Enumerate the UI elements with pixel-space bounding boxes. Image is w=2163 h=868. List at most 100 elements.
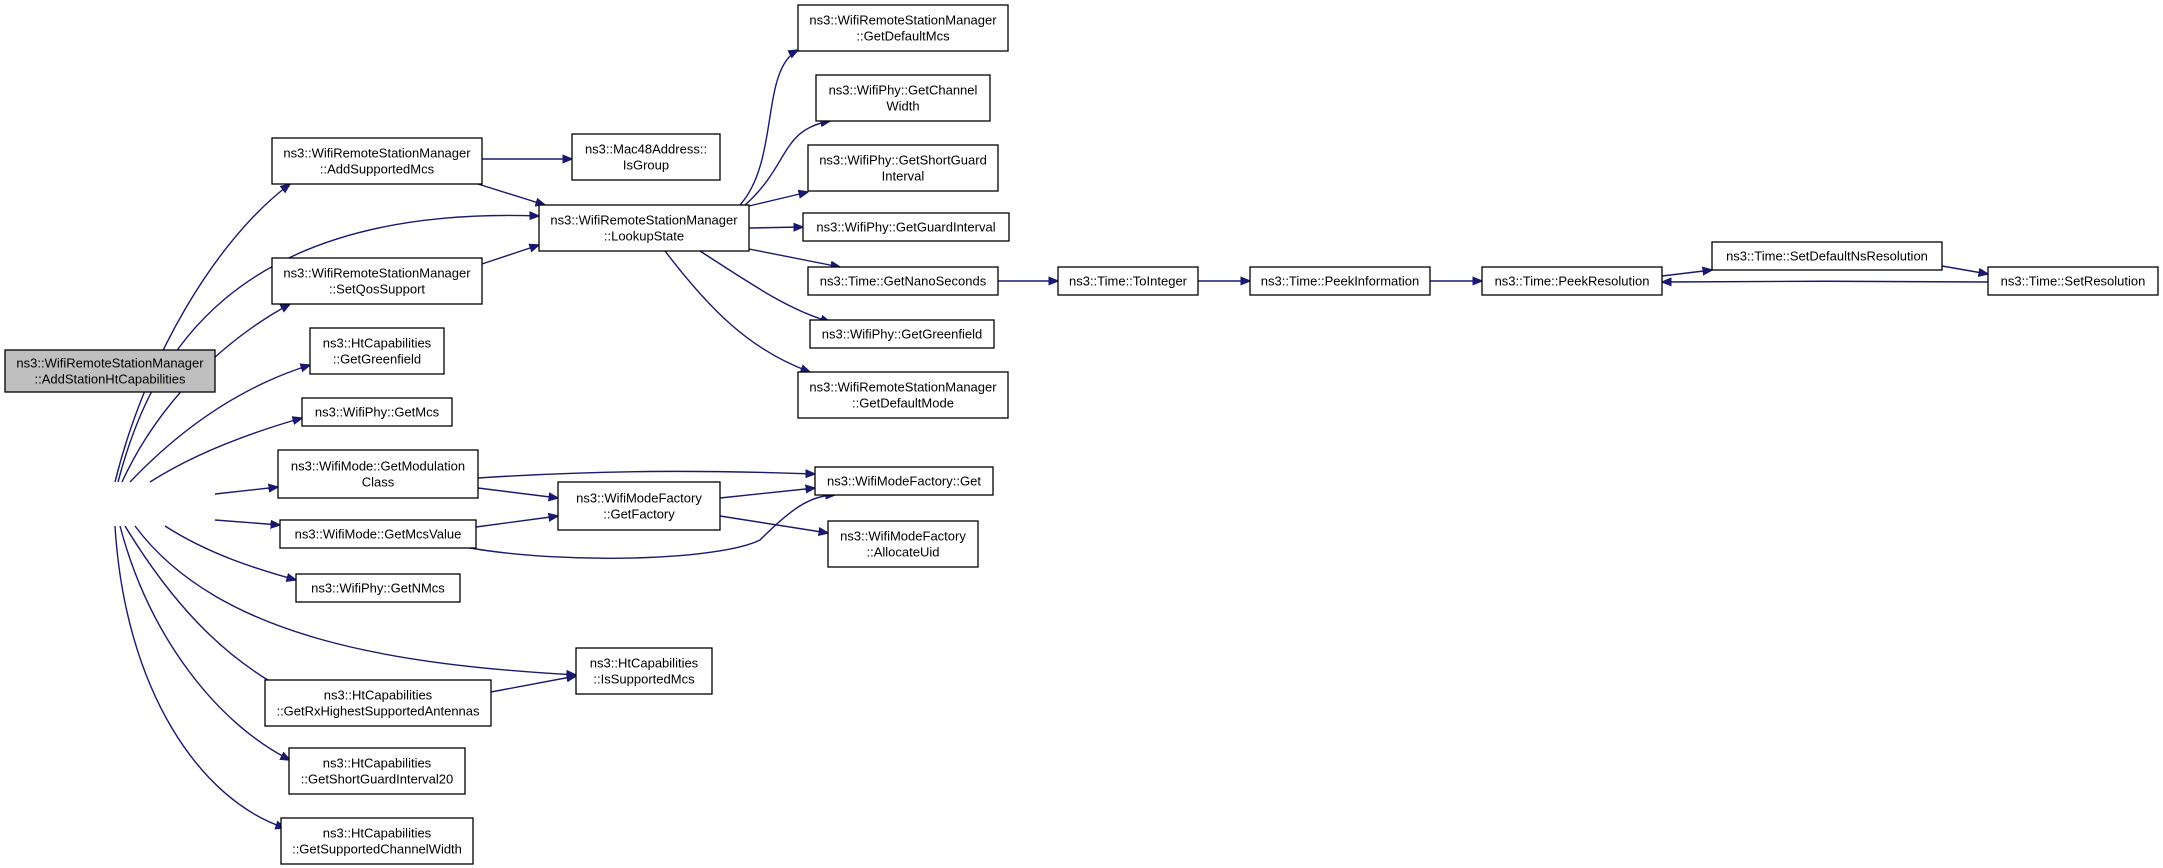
node-phyGetMcs[interactable]: ns3::WifiPhy::GetMcs xyxy=(301,397,453,427)
node-phyGetGreenfield[interactable]: ns3::WifiPhy::GetGreenfield xyxy=(809,319,995,349)
node-modeFactoryGet[interactable]: ns3::WifiModeFactory::Get xyxy=(814,466,994,496)
edge-htGetRxHighest-to-htIsSupportedMcs xyxy=(490,676,576,693)
node-modeFactoryGetFactory[interactable]: ns3::WifiModeFactory::GetFactory xyxy=(557,481,721,531)
node-timeSetResolution[interactable]: ns3::Time::SetResolution xyxy=(1987,266,2159,296)
edge-lookupState-to-timeGetNanoSeconds xyxy=(748,248,840,267)
node-getDefaultMcs[interactable]: ns3::WifiRemoteStationManager::GetDefaul… xyxy=(797,4,1009,52)
node-box[interactable] xyxy=(571,133,721,181)
node-label: ns3::WifiRemoteStationManager xyxy=(550,213,738,228)
edge-root-to-htIsSupportedMcs xyxy=(134,525,576,675)
node-htGetShortGuard20[interactable]: ns3::HtCapabilities::GetShortGuardInterv… xyxy=(288,747,466,795)
node-lookupState[interactable]: ns3::WifiRemoteStationManager::LookupSta… xyxy=(538,204,750,252)
node-timePeekResolution[interactable]: ns3::Time::PeekResolution xyxy=(1481,266,1663,296)
node-box[interactable] xyxy=(309,327,445,375)
edges-layer xyxy=(114,50,1989,828)
node-label: ns3::Time::ToInteger xyxy=(1069,274,1188,289)
node-box[interactable] xyxy=(4,349,216,393)
node-label: ns3::WifiPhy::GetChannel xyxy=(829,83,978,98)
node-htIsSupportedMcs[interactable]: ns3::HtCapabilities::IsSupportedMcs xyxy=(575,647,713,695)
node-box[interactable] xyxy=(277,449,479,499)
node-htGetGreenfield[interactable]: ns3::HtCapabilities::GetGreenfield xyxy=(309,327,445,375)
node-box[interactable] xyxy=(815,74,991,122)
node-label: ::GetShortGuardInterval20 xyxy=(301,772,453,787)
node-box[interactable] xyxy=(814,466,994,496)
node-macIsGroup[interactable]: ns3::Mac48Address::IsGroup xyxy=(571,133,721,181)
node-box[interactable] xyxy=(271,257,483,305)
node-label: ns3::HtCapabilities xyxy=(324,688,433,703)
node-label: ns3::WifiRemoteStationManager xyxy=(809,13,997,28)
node-box[interactable] xyxy=(1711,241,1943,271)
nodes-layer: ns3::WifiRemoteStationManager::AddStatio… xyxy=(4,4,2159,865)
edge-root-to-setQosSupport xyxy=(121,304,290,483)
node-label: ns3::Time::GetNanoSeconds xyxy=(820,274,987,289)
node-label: ns3::WifiModeFactory::Get xyxy=(827,474,981,489)
node-phyGetShortGuardInterval[interactable]: ns3::WifiPhy::GetShortGuardInterval xyxy=(807,144,999,192)
node-box[interactable] xyxy=(797,371,1009,419)
edge-modeFactoryGetFactory-to-modeFactoryAllocateUid xyxy=(719,515,828,533)
edge-root-to-lookupState xyxy=(117,215,539,483)
node-addSupportedMcs[interactable]: ns3::WifiRemoteStationManager::AddSuppor… xyxy=(271,137,483,185)
node-box[interactable] xyxy=(288,747,466,795)
node-label: ns3::HtCapabilities xyxy=(323,336,432,351)
node-box[interactable] xyxy=(557,481,721,531)
node-box[interactable] xyxy=(1987,266,2159,296)
node-box[interactable] xyxy=(295,573,461,603)
node-label: ns3::Time::PeekInformation xyxy=(1261,274,1419,289)
node-label: ns3::WifiMode::GetModulation xyxy=(291,459,465,474)
node-modeGetMcsValue[interactable]: ns3::WifiMode::GetMcsValue xyxy=(279,519,477,549)
node-box[interactable] xyxy=(827,520,979,568)
node-box[interactable] xyxy=(538,204,750,252)
edge-root-to-addSupportedMcs xyxy=(114,184,290,483)
node-box[interactable] xyxy=(797,4,1009,52)
node-label: ns3::WifiModeFactory xyxy=(840,529,966,544)
node-timePeekInformation[interactable]: ns3::Time::PeekInformation xyxy=(1249,266,1431,296)
edge-lookupState-to-phyGetGreenfield xyxy=(699,250,830,322)
edge-lookupState-to-phyGetShortGuardInterval xyxy=(748,192,808,207)
node-setQosSupport[interactable]: ns3::WifiRemoteStationManager::SetQosSup… xyxy=(271,257,483,305)
node-label: ns3::WifiRemoteStationManager xyxy=(283,266,471,281)
node-box[interactable] xyxy=(807,144,999,192)
node-box[interactable] xyxy=(264,679,492,727)
node-label: ns3::HtCapabilities xyxy=(323,756,432,771)
edge-root-to-phyGetNMcs xyxy=(164,525,296,580)
node-label: ns3::WifiRemoteStationManager xyxy=(283,146,471,161)
node-box[interactable] xyxy=(271,137,483,185)
node-box[interactable] xyxy=(279,519,477,549)
node-label: ns3::WifiRemoteStationManager xyxy=(809,380,997,395)
edge-modeGetMcsValue-to-modeFactoryGet xyxy=(469,495,835,559)
node-label: Class xyxy=(362,475,395,490)
node-label: ns3::WifiMode::GetMcsValue xyxy=(295,527,462,542)
edge-root-to-htGetRxHighest xyxy=(124,525,285,690)
node-phyGetNMcs[interactable]: ns3::WifiPhy::GetNMcs xyxy=(295,573,461,603)
node-box[interactable] xyxy=(1481,266,1663,296)
node-timeSetDefaultNsResolution[interactable]: ns3::Time::SetDefaultNsResolution xyxy=(1711,241,1943,271)
node-box[interactable] xyxy=(802,212,1010,242)
node-box[interactable] xyxy=(1057,266,1199,296)
node-box[interactable] xyxy=(1249,266,1431,296)
node-box[interactable] xyxy=(301,397,453,427)
edge-root-to-phyGetMcs xyxy=(149,418,302,483)
edge-root-to-htGetShortGuard20 xyxy=(119,525,290,760)
node-timeGetNanoSeconds[interactable]: ns3::Time::GetNanoSeconds xyxy=(807,266,999,296)
node-label: ::LookupState xyxy=(604,229,684,244)
node-box[interactable] xyxy=(575,647,713,695)
edge-root-to-htGetSupportedChannelWidth xyxy=(114,525,285,828)
node-modeFactoryAllocateUid[interactable]: ns3::WifiModeFactory::AllocateUid xyxy=(827,520,979,568)
node-label: ns3::WifiRemoteStationManager xyxy=(16,356,204,371)
node-htGetRxHighest[interactable]: ns3::HtCapabilities::GetRxHighestSupport… xyxy=(264,679,492,727)
node-root[interactable]: ns3::WifiRemoteStationManager::AddStatio… xyxy=(4,349,216,393)
node-getDefaultMode[interactable]: ns3::WifiRemoteStationManager::GetDefaul… xyxy=(797,371,1009,419)
node-timeToInteger[interactable]: ns3::Time::ToInteger xyxy=(1057,266,1199,296)
node-htGetSupportedChannelWidth[interactable]: ns3::HtCapabilities::GetSupportedChannel… xyxy=(280,817,474,865)
node-label: ns3::WifiPhy::GetNMcs xyxy=(311,581,445,596)
node-box[interactable] xyxy=(280,817,474,865)
node-box[interactable] xyxy=(809,319,995,349)
node-phyGetGuardInterval[interactable]: ns3::WifiPhy::GetGuardInterval xyxy=(802,212,1010,242)
edge-modeGetModulationClass-to-modeFactoryGetFactory xyxy=(477,487,558,498)
node-box[interactable] xyxy=(807,266,999,296)
edge-timeSetResolution-to-timePeekResolution xyxy=(1662,281,1989,282)
node-label: ::AllocateUid xyxy=(867,545,940,560)
edge-root-to-modeGetModulationClass xyxy=(214,487,278,495)
